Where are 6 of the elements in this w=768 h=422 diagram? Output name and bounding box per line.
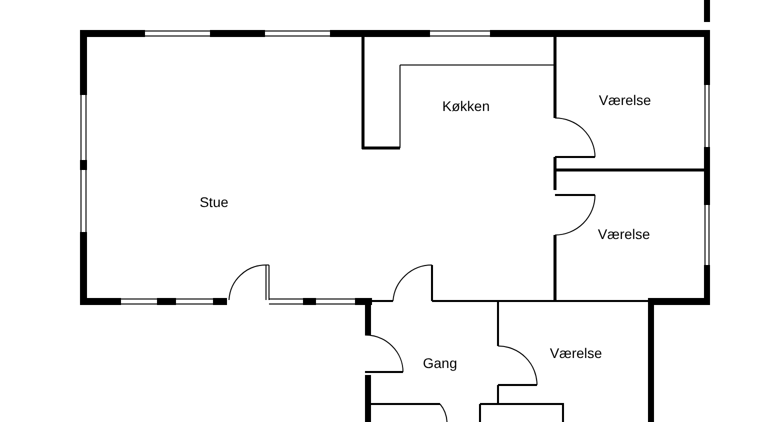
room-label: Værelse: [598, 92, 652, 108]
room-label: Gang: [422, 355, 458, 371]
room-label: Stue: [200, 194, 228, 210]
room-label: Værelse: [598, 226, 650, 242]
room-label: Køkken: [442, 98, 490, 114]
room-label: Værelse: [550, 345, 602, 361]
